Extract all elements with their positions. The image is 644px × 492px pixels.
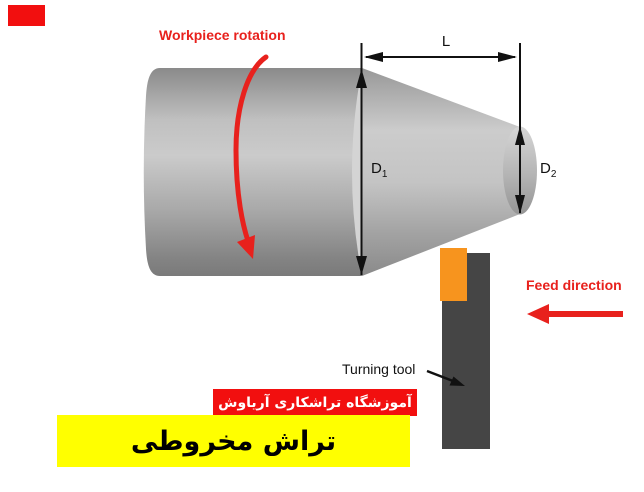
school-banner: آموزشگاه تراشکاری آریاوش <box>213 389 417 416</box>
feed-arrow-shaft <box>546 311 623 317</box>
corner-red-rectangle <box>8 5 45 26</box>
tool-insert <box>440 248 467 301</box>
d2-arrowhead-up <box>515 126 525 145</box>
d1-arrowhead-up <box>356 69 367 88</box>
title-banner: تراش مخروطی <box>57 415 410 467</box>
l-arrowhead-left <box>364 52 383 62</box>
workpiece-rotation-label: Workpiece rotation <box>159 27 286 43</box>
d1-subscript: 1 <box>381 169 388 180</box>
d1-arrowhead-down <box>356 256 367 275</box>
feed-direction-label: Feed direction <box>526 277 622 293</box>
workpiece-cone <box>362 68 520 276</box>
d2-subscript: 2 <box>550 169 557 180</box>
rotation-arrowhead <box>237 235 255 259</box>
d2-dimension-label: D2 <box>540 160 556 180</box>
turning-tool-leader-line <box>426 369 454 383</box>
d2-arrowhead-down <box>515 195 525 214</box>
length-dimension-label: L <box>441 33 451 50</box>
title-banner-text: تراش مخروطی <box>130 425 337 457</box>
d2-base: D <box>540 160 551 177</box>
feed-arrowhead <box>527 304 549 324</box>
school-banner-text: آموزشگاه تراشکاری آریاوش <box>218 394 412 411</box>
d1-dimension-label: D1 <box>371 160 387 180</box>
rotation-arrow <box>233 54 269 244</box>
workpiece-cylinder <box>143 68 362 276</box>
turning-tool-label: Turning tool <box>342 361 416 377</box>
d1-base: D <box>371 160 382 177</box>
turning-tool-leader-arrowhead <box>449 376 465 386</box>
l-arrowhead-right <box>498 52 517 62</box>
workpiece-joint-rim <box>352 68 362 276</box>
